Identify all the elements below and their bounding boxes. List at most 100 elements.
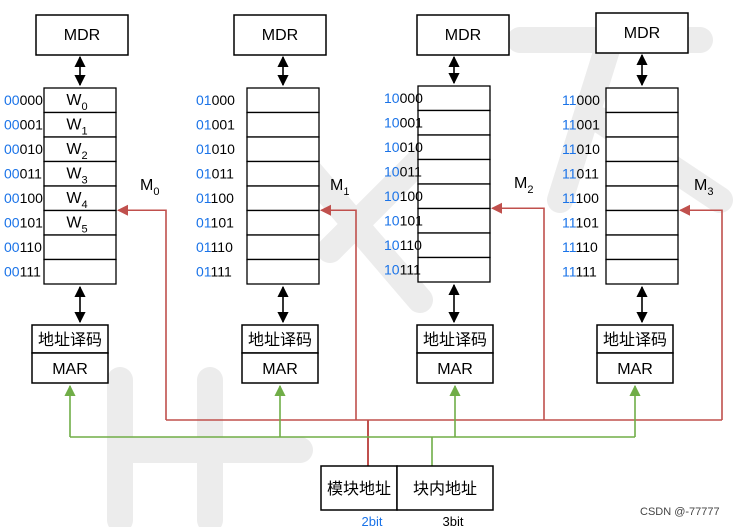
memory-cell bbox=[246, 111, 320, 138]
cell-address: 10101 bbox=[384, 213, 423, 229]
modules-layer: MDRW000000W100001W200010W300011W400100W5… bbox=[4, 12, 713, 384]
cell-address: 10110 bbox=[384, 237, 422, 253]
memory-cell bbox=[605, 258, 679, 285]
memory-cell bbox=[605, 234, 679, 261]
memory-module-2: MDR1000010001100101001110100101011011010… bbox=[384, 14, 533, 384]
mdr-label: MDR bbox=[624, 25, 660, 42]
cell-address: 01000 bbox=[196, 92, 235, 108]
cell-address: 11100 bbox=[562, 190, 599, 206]
cell-word-label: W3 bbox=[66, 166, 87, 187]
mar-label: MAR bbox=[262, 361, 298, 378]
cell-address: 11101 bbox=[562, 215, 599, 231]
mdr-label: MDR bbox=[262, 27, 298, 44]
cell-address: 00010 bbox=[4, 141, 43, 157]
cell-address: 11010 bbox=[562, 141, 600, 157]
cell-address: 00000 bbox=[4, 92, 43, 108]
address-decoder-label: 地址译码 bbox=[248, 330, 312, 349]
address-decoder-label: 地址译码 bbox=[38, 330, 102, 349]
cell-address: 00110 bbox=[4, 239, 42, 255]
memory-module-0: MDRW000000W100001W200010W300011W400100W5… bbox=[4, 14, 159, 384]
block-bits-label: 3bit bbox=[443, 514, 464, 527]
csdn-watermark-text: CSDN @-77777 bbox=[640, 506, 720, 518]
module-label: M2 bbox=[514, 175, 533, 196]
mar-box bbox=[241, 352, 319, 384]
cell-address: 00100 bbox=[4, 190, 43, 206]
module-address-label: 模块地址 bbox=[327, 479, 391, 498]
memory-cell bbox=[246, 185, 320, 212]
in-block-address-wires bbox=[64, 384, 641, 466]
cell-address: 11111 bbox=[562, 264, 597, 280]
cell-address: 10000 bbox=[384, 90, 423, 106]
cell-word-label: W2 bbox=[66, 141, 87, 162]
memory-cell bbox=[605, 209, 679, 236]
memory-cell bbox=[417, 158, 491, 185]
cell-address: 10010 bbox=[384, 139, 423, 155]
cell-word-label: W1 bbox=[66, 117, 87, 138]
address-decoder-box bbox=[596, 324, 674, 354]
cell-address: 01001 bbox=[196, 117, 235, 133]
cell-address: 11110 bbox=[562, 239, 598, 255]
memory-cell bbox=[605, 185, 679, 212]
cell-address: 10111 bbox=[384, 262, 421, 278]
cell-address: 00111 bbox=[4, 264, 41, 280]
mdr-box bbox=[233, 14, 327, 56]
memory-cell bbox=[246, 136, 320, 163]
mar-label: MAR bbox=[437, 361, 473, 378]
mar-label: MAR bbox=[52, 361, 88, 378]
memory-cell bbox=[246, 258, 320, 285]
mdr-label: MDR bbox=[445, 27, 481, 44]
memory-cell bbox=[246, 234, 320, 261]
cell-address: 01100 bbox=[196, 190, 234, 206]
cell-address: 11011 bbox=[562, 166, 599, 182]
memory-cell bbox=[417, 183, 491, 210]
memory-cell bbox=[417, 256, 491, 283]
memory-cell bbox=[417, 207, 491, 234]
address-decoder-box bbox=[241, 324, 319, 354]
mdr-box bbox=[416, 14, 510, 56]
cell-address: 10001 bbox=[384, 115, 423, 131]
cell-word-label: W0 bbox=[66, 92, 87, 113]
memory-cell bbox=[246, 209, 320, 236]
memory-cell bbox=[246, 87, 320, 114]
memory-cell bbox=[43, 185, 117, 212]
cell-address: 11001 bbox=[562, 117, 600, 133]
cell-address: 01101 bbox=[196, 215, 234, 231]
memory-module-1: MDR 01000 01001 01010 01011 01100 01101 01110 01… bbox=[196, 14, 349, 384]
cell-address: 10100 bbox=[384, 188, 423, 204]
cell-address: 01110 bbox=[196, 239, 233, 255]
cell-address: 11000 bbox=[562, 92, 600, 108]
memory-cell bbox=[605, 160, 679, 187]
module-label: M0 bbox=[140, 177, 159, 198]
module-select-line bbox=[490, 202, 545, 420]
cell-address: 01010 bbox=[196, 141, 235, 157]
memory-cell bbox=[43, 136, 117, 163]
memory-cell bbox=[417, 232, 491, 259]
memory-cell bbox=[43, 160, 117, 187]
memory-cell bbox=[43, 234, 117, 261]
memory-cell bbox=[43, 87, 117, 114]
mdr-box bbox=[595, 12, 689, 54]
block-address-field bbox=[396, 465, 494, 511]
module-bits-label: 2bit bbox=[362, 514, 383, 527]
mdr-label: MDR bbox=[64, 27, 100, 44]
memory-cell bbox=[605, 111, 679, 138]
cell-address: 01111 bbox=[196, 264, 232, 280]
memory-cell bbox=[417, 109, 491, 136]
mar-box bbox=[596, 352, 674, 384]
address-decoder-box bbox=[416, 324, 494, 354]
cell-address: 00001 bbox=[4, 117, 43, 133]
address-decoder-label: 地址译码 bbox=[603, 330, 667, 349]
cell-word-label: W4 bbox=[66, 190, 87, 211]
module-select-line bbox=[116, 204, 167, 420]
memory-cell bbox=[417, 85, 491, 112]
cell-address: 01011 bbox=[196, 166, 234, 182]
memory-cell bbox=[43, 209, 117, 236]
memory-cell bbox=[417, 134, 491, 161]
address-decoder-label: 地址译码 bbox=[423, 330, 487, 349]
memory-cell bbox=[605, 87, 679, 114]
memory-cell bbox=[43, 258, 117, 285]
cell-address: 00011 bbox=[4, 166, 42, 182]
